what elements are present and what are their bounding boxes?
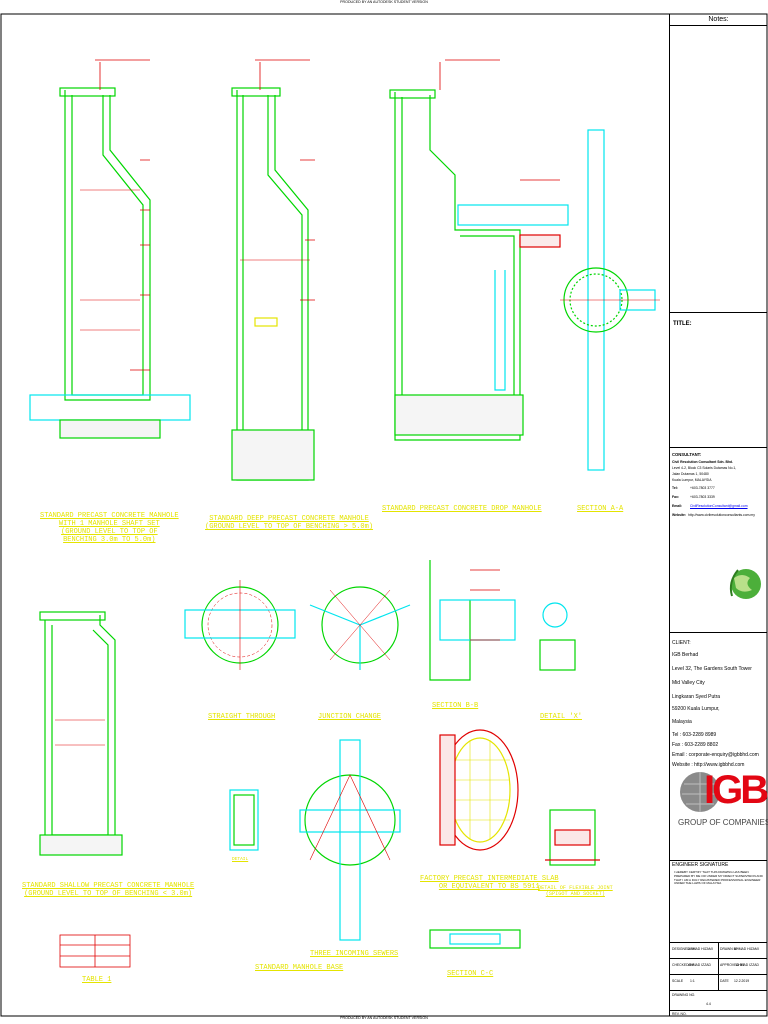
engineer-signature-heading: ENGINEER SIGNATURE [672,862,729,868]
section-c-c [429,929,521,949]
intermediate-slab [439,729,519,851]
consultant-address-1: Level 4-2, Block C3 Solaris Dutamas No.1… [672,466,737,470]
title-junction-change: JUNCTION CHANGE [318,713,382,721]
manhole-3 [389,59,569,441]
drawn-by-label: DRAWN BY [720,947,739,951]
title-table-1: TABLE 1 [82,976,112,984]
signature-certification-note: I HEREBY CERTIFY THAT THIS DRAWING HAS B… [674,870,763,886]
consultant-fax: +603-7803 3339 [690,495,715,499]
consultant-address-3: Kuala Lumpur, MALAYSIA [672,478,712,482]
student-version-stamp-top: PRODUCED BY AN AUTODESK STUDENT VERSION [340,0,428,4]
title-manhole-base: STANDARD MANHOLE BASE [255,964,344,972]
checked-by-label: CHECKED BY [672,963,695,967]
client-line-4: Lingkaran Syed Putra [672,694,721,700]
approved-by: AHMAD IZZAD [736,963,759,967]
drawing-no-label: DRAWING NO. [672,993,696,997]
client-heading: CLIENT: [672,640,691,646]
title-detail-x: DETAIL 'X' [540,713,583,721]
manhole-1 [29,59,191,439]
consultant-tel: +603-7803 3777 [690,486,715,490]
client-website: Website : http://www.igbbhd.com [672,762,745,768]
rev-no-label: REV. NO. [672,1012,687,1016]
junction-change-plan [309,586,411,670]
title-manhole-2: STANDARD DEEP PRECAST CONCRETE MANHOLE(G… [205,515,374,532]
date-label: DATE [720,979,729,983]
title-flexible-joint: DETAIL OF FLEXIBLE JOINT(SPIGOT AND SOCK… [538,885,613,897]
straight-through-plan [184,580,296,670]
globe-logo [729,569,761,599]
flexible-joint-detail [545,809,600,866]
igb-logo-subtitle: GROUP OF COMPANIES [678,818,768,827]
consultant-address-2: Jalan Dutamas 1, 50480 [672,472,709,476]
consultant-web-label: Website: [672,513,687,517]
client-line-6: Malaysia [672,719,692,725]
section-a-a [560,129,660,471]
consultant-tel-label: Tel: [672,486,678,490]
consultant-heading: CONSULTANT: [672,452,702,457]
title-manhole-3: STANDARD PRECAST CONCRETE DROP MANHOLE [382,505,542,513]
title-block: Notes: TITLE: CONSULTANT: Civil Resoluti… [669,14,767,1016]
title-manhole-4: STANDARD SHALLOW PRECAST CONCRETE MANHOL… [22,882,195,899]
client-fax: Fax : 603-2289 8802 [672,742,719,748]
client-line-5: 59200 Kuala Lumpur, [672,706,720,712]
section-b-b [429,560,516,681]
title-straight-through: STRAIGHT THROUGH [208,713,276,721]
client-email: Email : corporate-enquiry@igbbhd.com [672,752,759,758]
title-section-b-b: SECTION B-B [432,702,479,710]
client-line-1: IGB Berhad [672,652,699,658]
title-section-c-c: SECTION C-C [447,970,494,978]
scale: 1:1 [690,979,695,983]
client-tel: Tel : 603-2289 8989 [672,732,717,738]
igb-logo-text: IGB [704,768,768,812]
drawing-no: 4.4 [706,1002,711,1006]
designed-by: AHMAD HIZAMI [688,947,713,951]
approved-by-label: APPROVED BY [720,963,745,967]
detail-x [539,602,576,671]
title-section-a-a: SECTION A-A [577,505,624,513]
date: 12.2.2019 [734,979,750,983]
checked-by: AHMAD IZZAD [688,963,711,967]
scale-label: SCALE [672,979,684,983]
drawn-by: AHMAD HIZAMI [734,947,759,951]
designed-by-label: DESIGNED BY [672,947,696,951]
client-line-3: Mid Valley City [672,680,705,686]
consultant-fax-label: Fax: [672,495,679,499]
consultant-email-link[interactable]: CivilResolutionConsultant@gmail.com [690,504,748,508]
pp-detail [229,789,259,851]
title-pp-detail: DETAIL [232,857,249,862]
consultant-email-label: Email: [672,504,683,508]
manhole-4 [39,611,123,856]
three-incoming-sewers [299,739,401,941]
table-1 [59,934,131,968]
manhole-2 [231,59,315,481]
title-three-incoming: THREE INCOMING SEWERS [310,950,399,958]
notes-heading: Notes: [670,14,767,26]
title-label: TITLE: [673,321,692,327]
consultant-name: Civil Resolution Consultant Sdn. Bhd. [672,460,734,464]
student-version-stamp-bottom: PRODUCED BY AN AUTODESK STUDENT VERSION [340,1016,428,1020]
consultant-web: http://www.civilresolutionconsultants.co… [688,513,755,517]
client-line-2: Level 32, The Gardens South Tower [672,666,752,672]
igb-logo: IGB GROUP OF COMPANIES [678,764,768,834]
